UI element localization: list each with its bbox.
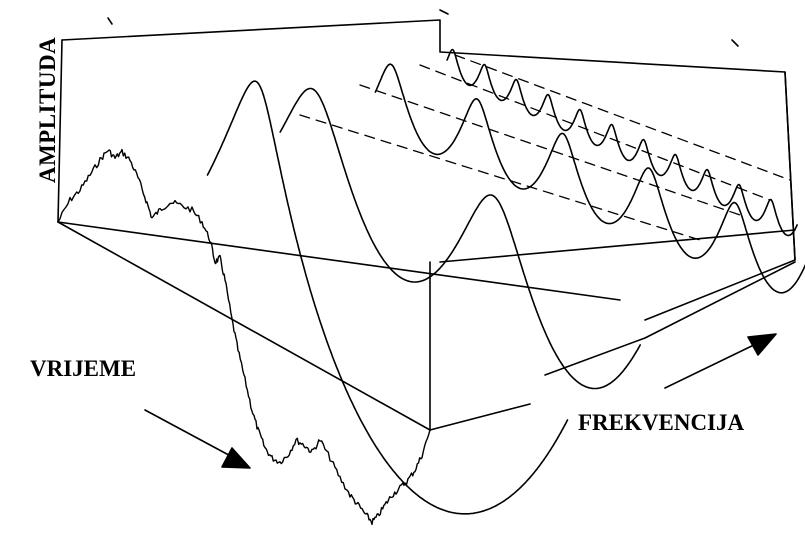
plane-edge-3 — [544, 337, 646, 376]
base-left-edge — [57, 221, 431, 431]
frequency-arrow-head — [747, 333, 777, 356]
time-arrow-head — [221, 447, 251, 469]
dashed-guide-4 — [454, 54, 791, 181]
wave-component-3 — [374, 63, 805, 294]
back-tick-left — [107, 17, 113, 25]
composite-signal-trace — [57, 148, 431, 526]
dashed-guide-2 — [359, 84, 741, 216]
back-tick-right — [731, 39, 739, 47]
back-tick-mid — [439, 9, 449, 15]
plane-edge-4 — [644, 261, 796, 339]
base-front-edge — [429, 403, 531, 431]
time-axis-label: VRIJEME — [30, 356, 137, 381]
wave-component-1 — [206, 80, 569, 515]
time-arrow-shaft — [144, 409, 239, 461]
back-panel-outline — [61, 19, 796, 321]
box-back-frame — [57, 9, 796, 321]
wave-component-4 — [446, 48, 798, 237]
dashed-guide-1 — [299, 114, 701, 241]
plane-edge-2 — [439, 229, 796, 263]
frequency-axis-label: FREKVENCIJA — [578, 410, 745, 435]
dashed-guide-3 — [419, 64, 771, 201]
box-base — [57, 221, 796, 431]
back-left-vertical — [57, 39, 63, 223]
plane-edge-1 — [57, 221, 621, 301]
back-right-vertical — [784, 71, 796, 261]
dashed-guides — [299, 54, 791, 241]
wave-component-2 — [279, 87, 641, 390]
frequency-arrow — [664, 333, 777, 389]
frequency-arrow-shaft — [664, 341, 761, 389]
time-arrow — [144, 409, 251, 469]
amplitude-axis-label: AMPLITUDA — [35, 36, 60, 184]
